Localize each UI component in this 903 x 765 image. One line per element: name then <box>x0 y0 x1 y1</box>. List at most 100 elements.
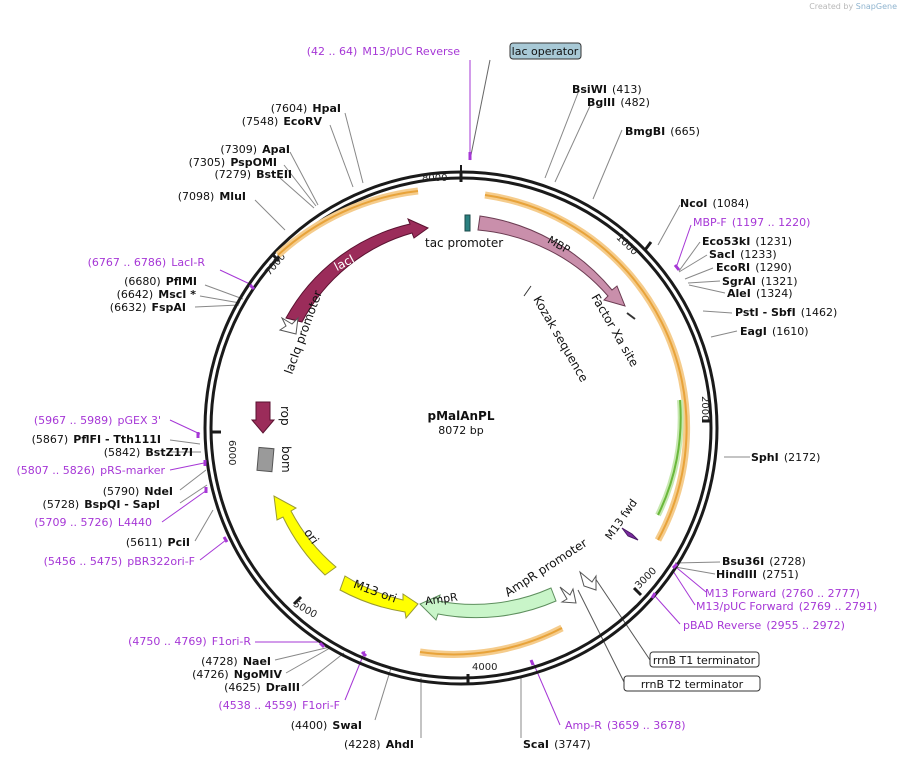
label-position: (1610) <box>772 325 809 338</box>
label-name: SgrAI <box>722 275 756 288</box>
label-position: (5790) <box>103 485 140 498</box>
label-position: (6632) <box>110 301 147 314</box>
left-label-laci-r: (6767 .. 6786) LacI-R <box>88 251 206 270</box>
label-position: (4728) <box>201 655 238 668</box>
feature-rop-arrow <box>250 401 276 434</box>
label-name: ScaI <box>523 738 549 751</box>
feature-m13ori-arrow <box>339 575 419 620</box>
lac-operator-box <box>509 42 582 60</box>
right-label-m13-puc-forward: M13/pUC Forward (2769 .. 2791) <box>696 595 877 614</box>
label-position: (3747) <box>554 738 591 751</box>
label-position: (6642) <box>117 288 154 301</box>
feature-label-rop: rop <box>278 406 292 426</box>
label-position: (7098) <box>178 190 215 203</box>
left-label-f1ori-f: (4538 .. 4559) F1ori-F <box>218 694 340 713</box>
left-label-pcii: (5611) PciI <box>126 531 190 550</box>
right-label-psti-sbfi: PstI - SbfI (1462) <box>735 301 837 320</box>
label-name: AhdI <box>386 738 414 751</box>
label-name: HpaI <box>312 102 341 115</box>
label-name: MBP-F <box>693 216 727 229</box>
label-position: (2760 .. 2777) <box>781 587 860 600</box>
label-position: (5807 .. 5826) <box>17 464 96 477</box>
snapgene-credit: Created by SnapGene <box>809 2 897 11</box>
left-label-ndei: (5790) NdeI <box>103 480 173 499</box>
label-name: PflMI <box>166 275 197 288</box>
label-position: (4750 .. 4769) <box>128 635 207 648</box>
left-label-bstz17i: (5842) BstZ17I <box>104 441 193 460</box>
right-label-sgrai: SgrAI (1321) <box>722 270 798 289</box>
label-position: (5456 .. 5475) <box>44 555 123 568</box>
rrnb-t1-callout: rrnB T1 terminator <box>649 651 760 668</box>
label-position: (2769 .. 2791) <box>799 600 878 613</box>
tick-label-4000: 4000 <box>472 662 497 673</box>
label-name: BstEII <box>256 168 292 181</box>
label-position: (1321) <box>761 275 798 288</box>
right-label-eco53ki: Eco53kI (1231) <box>702 230 792 249</box>
label-name: BglII <box>587 96 615 109</box>
label-position: (4625) <box>224 681 261 694</box>
rrnb-t1-box <box>649 651 760 668</box>
right-label-bglii: BglII (482) <box>587 91 650 110</box>
label-name: HindIII <box>716 568 757 581</box>
label-position: (42 .. 64) <box>307 45 358 58</box>
label-name: ApaI <box>262 143 290 156</box>
label-position: (5728) <box>43 498 80 511</box>
label-name: pRS-marker <box>100 464 165 477</box>
feature-ori-arrow <box>273 495 337 576</box>
right-label-mbp-f: MBP-F (1197 .. 1220) <box>693 211 810 230</box>
feature-ampr-promoter-arrow <box>559 586 577 604</box>
tick-label-8000: 8000 <box>422 173 447 184</box>
label-position: (7279) <box>214 168 251 181</box>
label-position: (2955 .. 2972) <box>766 619 845 632</box>
left-label-mlui: (7098) MluI <box>178 185 246 204</box>
lac-operator-callout: lac operator <box>509 42 582 60</box>
right-label-scai: ScaI (3747) <box>523 733 591 752</box>
label-position: (6767 .. 6786) <box>88 256 167 269</box>
label-leader-lines <box>161 59 750 738</box>
backbone-marks <box>196 152 681 666</box>
label-name: PspOMI <box>230 156 277 169</box>
left-label-bspqi-sapi: (5728) BspQI - SapI <box>43 493 160 512</box>
label-name: NaeI <box>243 655 271 668</box>
label-name: BspQI - SapI <box>84 498 160 511</box>
label-position: (482) <box>620 96 650 109</box>
feature-tac-promoter <box>464 214 471 232</box>
label-name: EcoRI <box>716 261 750 274</box>
feature-label-tac-promoter: tac promoter <box>425 236 503 250</box>
feature-bom-box <box>256 446 275 473</box>
label-position: (1197 .. 1220) <box>732 216 811 229</box>
label-position: (4538 .. 4559) <box>218 699 297 712</box>
left-label-prs-marker: (5807 .. 5826) pRS-marker <box>17 459 166 478</box>
label-position: (7305) <box>189 156 226 169</box>
label-position: (2751) <box>762 568 799 581</box>
label-name: EcoRV <box>283 115 322 128</box>
left-label-pbr322ori-f: (5456 .. 5475) pBR322ori-F <box>44 550 195 569</box>
label-name: BsiWI <box>572 83 607 96</box>
label-position: (5967 .. 5989) <box>34 414 113 427</box>
label-position: (7604) <box>271 102 308 115</box>
label-name: F1ori-F <box>302 699 340 712</box>
label-name: SphI <box>751 451 779 464</box>
left-label-fspai: (6632) FspAI <box>110 296 186 315</box>
label-position: (3659 .. 3678) <box>607 719 686 732</box>
right-label-bmgbi: BmgBI (665) <box>625 120 700 139</box>
right-label-saci: SacI (1233) <box>709 243 777 262</box>
label-name: FspAI <box>151 301 186 314</box>
feature-rrnb-t1-symbol <box>579 570 597 591</box>
left-label-draiii: (4625) DraIII <box>224 676 300 695</box>
feature-ampr-arrow <box>419 587 557 621</box>
rrnb-t1-label: rrnB T1 terminator <box>653 654 756 667</box>
lac-operator-label: lac operator <box>512 45 579 58</box>
label-name: BmgBI <box>625 125 665 138</box>
left-label-ecorv: (7548) EcoRV <box>242 110 323 129</box>
label-name: PciI <box>168 536 190 549</box>
credit-brand: SnapGene <box>855 2 897 11</box>
label-name: PstI - SbfI <box>735 306 796 319</box>
feature-label-m13-fwd: M13 fwd <box>603 497 640 543</box>
left-label-pflmi: (6680) PflMI <box>124 270 197 289</box>
left-label-pgex-3: (5967 .. 5989) pGEX 3' <box>34 409 161 428</box>
label-name: EagI <box>740 325 767 338</box>
label-name: Eco53kI <box>702 235 750 248</box>
left-label-hpai: (7604) HpaI <box>271 97 341 116</box>
tick-label-6000: 6000 <box>226 440 237 465</box>
